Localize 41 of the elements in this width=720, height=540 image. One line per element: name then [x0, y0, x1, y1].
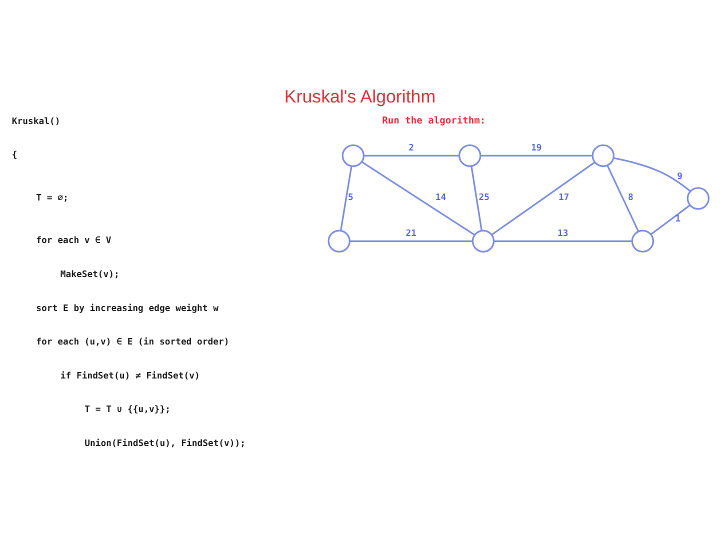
edge-label: 2: [408, 143, 414, 154]
connector: [491, 161, 596, 235]
label: Union(FindSet(u), FindSet(v));: [84, 438, 246, 449]
edge-label: 5: [348, 192, 354, 203]
label: T = T ∪ {{u,v}};: [84, 404, 170, 415]
edge-label: 25: [478, 192, 490, 203]
label: T = ∅;: [36, 192, 68, 203]
node-circle: [592, 144, 614, 167]
connector: [480, 154, 593, 156]
node-circle: [458, 144, 482, 167]
label: Kruskal(): [12, 116, 60, 126]
label: for each v ∈ V: [36, 236, 112, 246]
connector: [470, 166, 482, 230]
connector: [606, 164, 640, 232]
connector: [364, 154, 460, 156]
connector: [494, 240, 632, 242]
diagram-title: Kruskal's Algorithm: [284, 86, 436, 106]
label: sort E by increasing edge weight w: [36, 303, 218, 314]
edge-label: 17: [558, 192, 570, 203]
node-circle: [342, 144, 364, 167]
node-circle: [328, 229, 350, 252]
label: {: [12, 150, 18, 160]
node-circle: [472, 229, 495, 252]
edge-label: 13: [558, 228, 568, 239]
node-circle: [686, 186, 710, 210]
connector: [361, 160, 476, 236]
edge-label: 8: [628, 192, 634, 203]
connector: [650, 204, 690, 235]
edge-label: 1: [675, 214, 681, 224]
label: if FindSet(u) ≠ FindSet(v): [60, 370, 200, 381]
edge-label: 19: [531, 143, 542, 154]
edge-label: 9: [677, 171, 682, 182]
edge-label: 21: [406, 228, 416, 239]
label: Run the algorithm:: [382, 114, 486, 126]
label: for each (u,v) ∈ E (in sorted order): [36, 337, 230, 348]
label: MakeSet(v);: [60, 270, 120, 280]
connector: [350, 240, 473, 242]
node-circle: [631, 229, 654, 252]
edge-label: 14: [435, 192, 446, 203]
connector: [340, 166, 352, 230]
connector: [613, 156, 691, 192]
